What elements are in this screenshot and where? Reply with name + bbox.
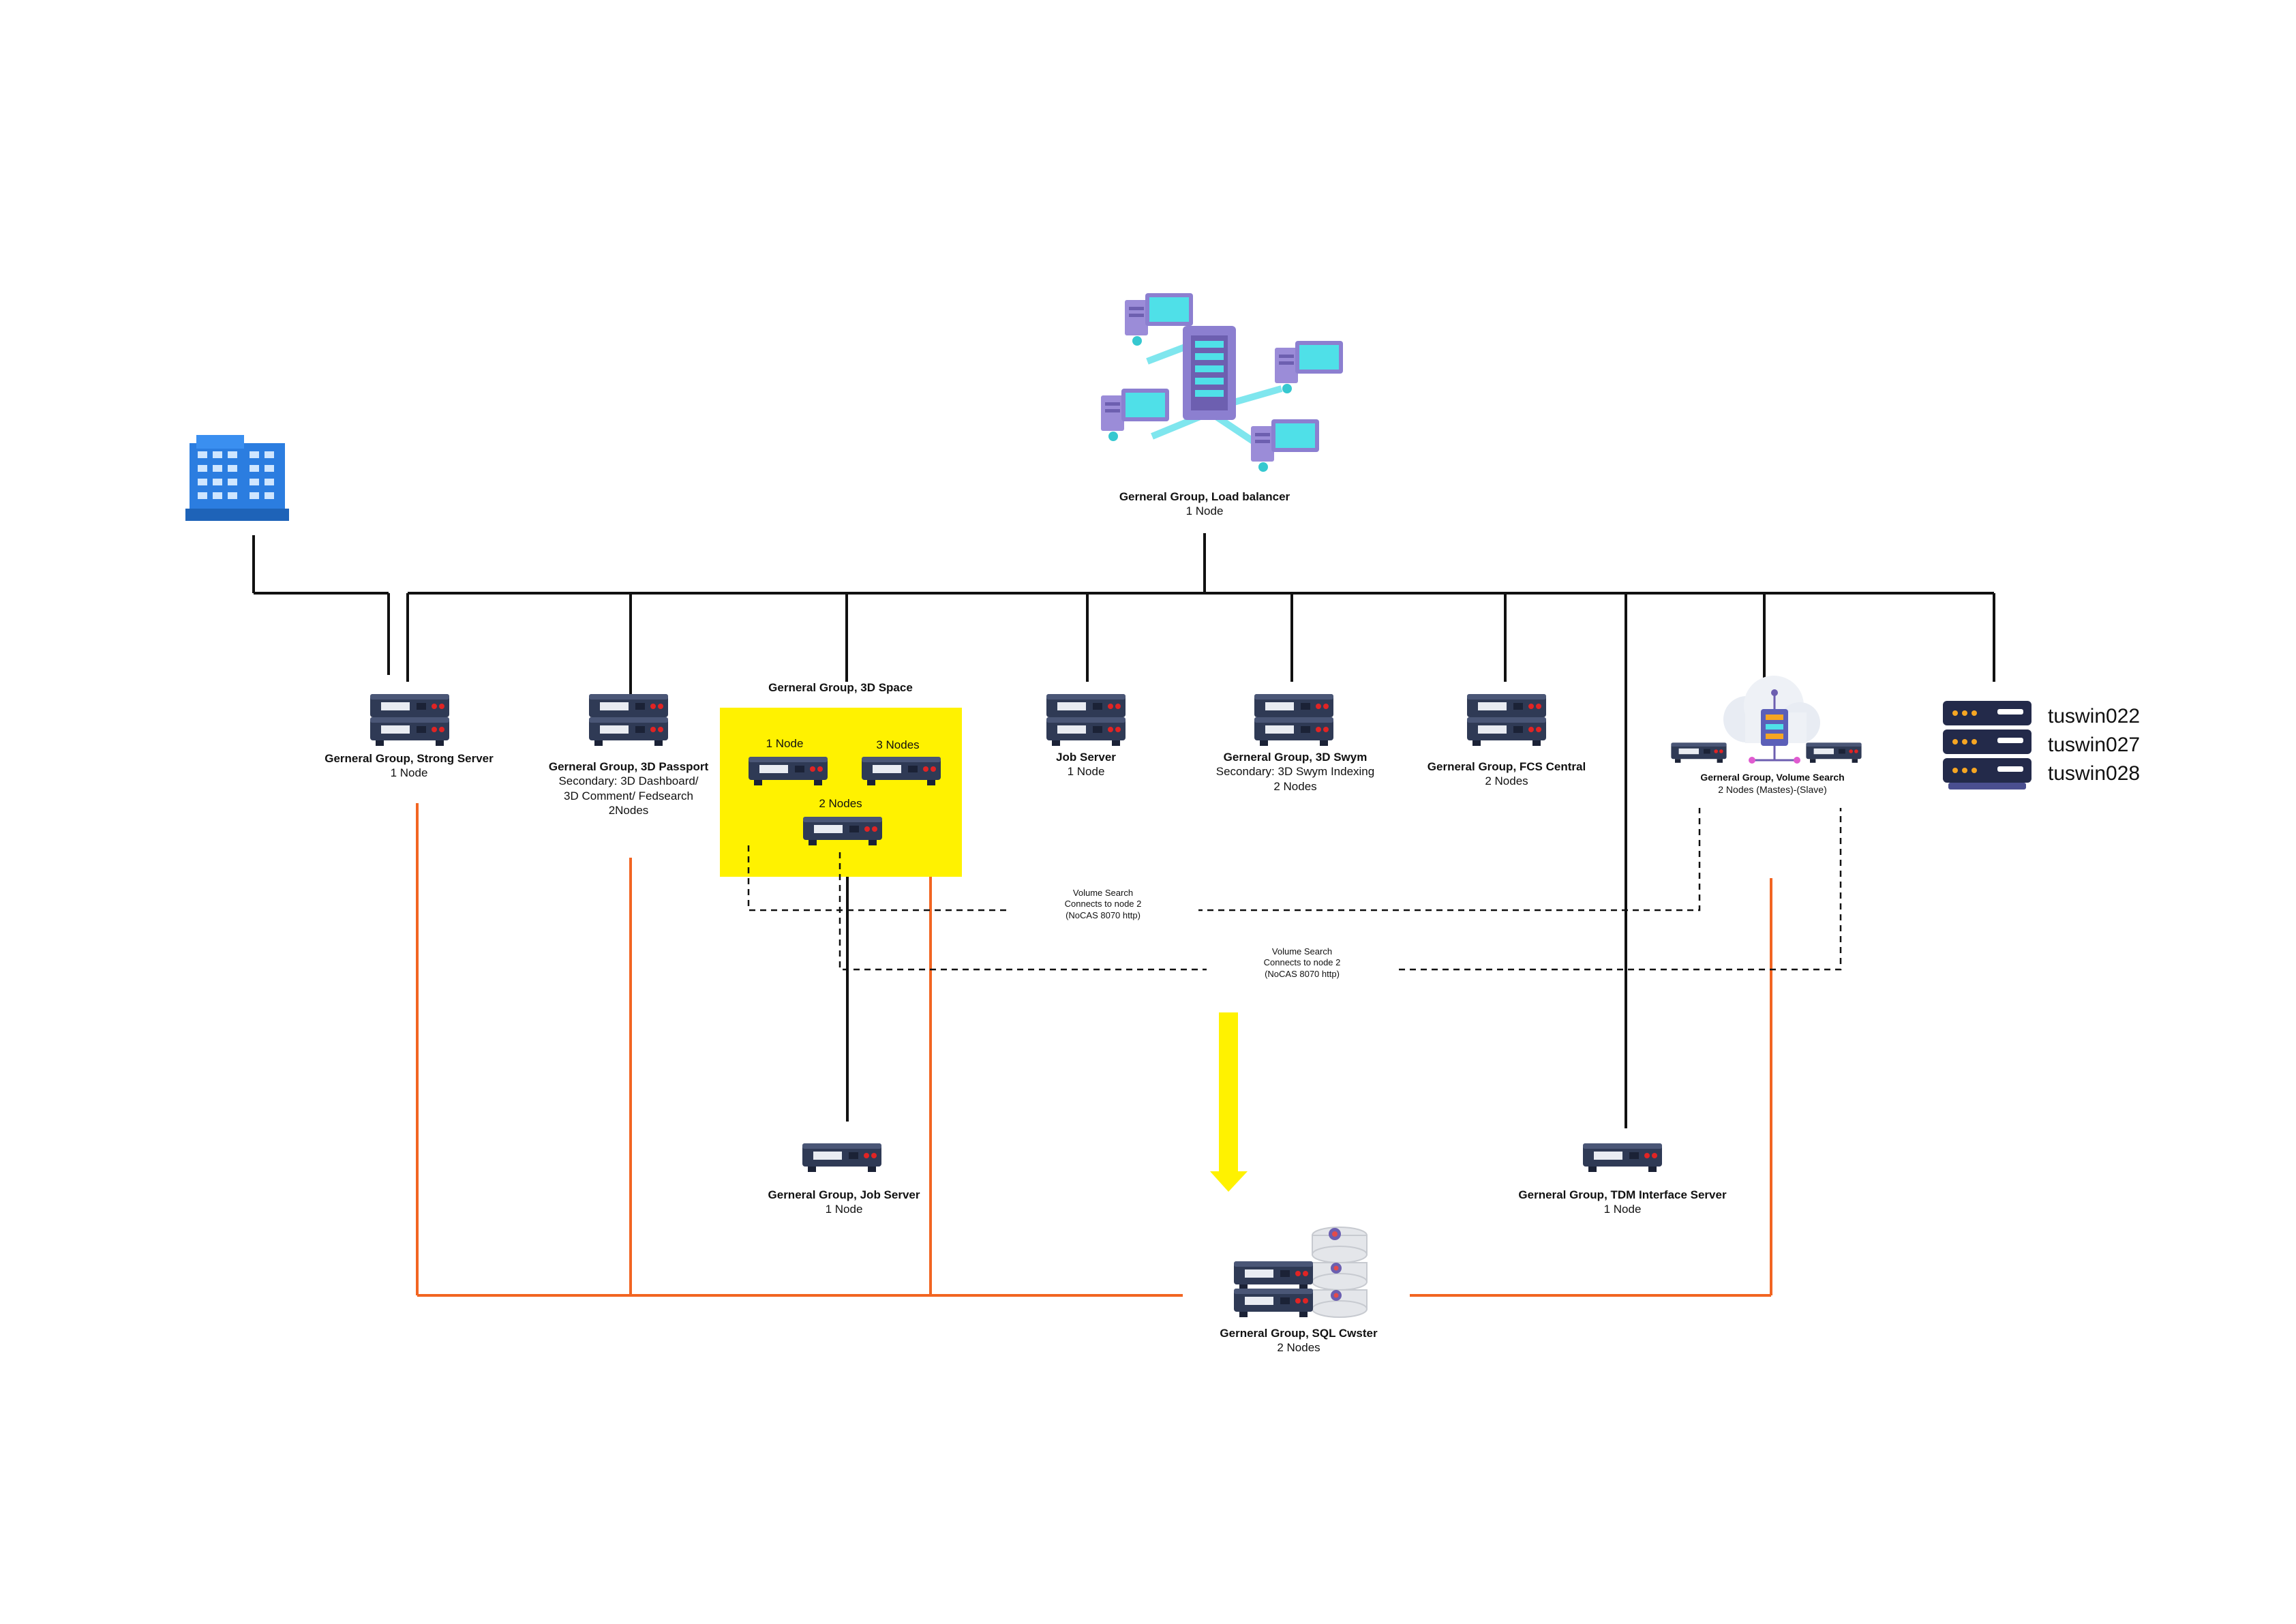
passport-label: Gerneral Group, 3D Passport Secondary: 3… xyxy=(519,760,738,817)
job-server-bottom-nodes: 1 Node xyxy=(825,1203,863,1216)
link-lower-line2: Connects to node 2 xyxy=(1263,957,1341,968)
volume-search-title: Gerneral Group, Volume Search xyxy=(1700,772,1845,783)
strong-server-label: Gerneral Group, Strong Server 1 Node xyxy=(300,751,518,781)
volume-search-link-upper-label: Volume Search Connects to node 2 (NoCAS … xyxy=(1008,888,1198,921)
job-server-bottom-label: Gerneral Group, Job Server 1 Node xyxy=(735,1188,953,1217)
space-title: Gerneral Group, 3D Space xyxy=(768,681,913,694)
job-server-bottom-icon xyxy=(802,1143,881,1172)
passport-title: Gerneral Group, 3D Passport xyxy=(548,760,709,773)
load-balancer-title: Gerneral Group, Load balancer xyxy=(1119,490,1290,503)
fcs-nodes: 2 Nodes xyxy=(1485,775,1528,788)
link-lower-line3: (NoCAS 8070 http) xyxy=(1265,968,1340,979)
link-lower-line1: Volume Search xyxy=(1271,946,1333,957)
passport-nodes: 2Nodes xyxy=(608,803,649,817)
volume-search-link-lower-label: Volume Search Connects to node 2 (NoCAS … xyxy=(1207,946,1398,980)
dashed-links xyxy=(747,808,1842,971)
server-name-3: tuswin028 xyxy=(2048,762,2141,785)
server-stack-icon xyxy=(1943,701,2031,790)
space-node2-label: 2 Nodes xyxy=(819,797,862,810)
passport-secondary-2: 3D Comment/ Fedsearch xyxy=(564,789,693,802)
server-name-1: tuswin022 xyxy=(2048,705,2141,727)
strong-server-nodes: 1 Node xyxy=(390,766,428,780)
space-highlight-box xyxy=(720,708,962,877)
fcs-server-icon xyxy=(1467,694,1546,746)
strong-server-icon xyxy=(370,694,449,746)
job-server-bottom-title: Gerneral Group, Job Server xyxy=(768,1188,920,1201)
swym-title: Gerneral Group, 3D Swym xyxy=(1223,751,1368,764)
volume-search-cloud-icon xyxy=(1671,676,1862,764)
sql-label: Gerneral Group, SQL Cwster 2 Nodes xyxy=(1190,1326,1408,1355)
swym-secondary: Secondary: 3D Swym Indexing xyxy=(1215,765,1375,779)
building-icon xyxy=(185,435,289,521)
swym-label: Gerneral Group, 3D Swym Secondary: 3D Sw… xyxy=(1186,750,1404,794)
fcs-title: Gerneral Group, FCS Central xyxy=(1427,760,1586,773)
load-balancer-nodes: 1 Node xyxy=(1185,505,1224,518)
swym-server-icon xyxy=(1254,694,1333,746)
job-server-top-label: Job Server 1 Node xyxy=(1004,750,1168,779)
job-server-top-icon xyxy=(1046,694,1126,746)
job-server-top-title: Job Server xyxy=(1056,751,1116,764)
server-name-2: tuswin027 xyxy=(2048,734,2141,756)
sql-cluster-icon xyxy=(1234,1227,1368,1318)
load-balancer-network-icon xyxy=(1101,293,1343,472)
sql-nodes: 2 Nodes xyxy=(1277,1341,1320,1355)
space-node3-label: 3 Nodes xyxy=(876,738,920,751)
link-upper-line1: Volume Search xyxy=(1072,888,1134,898)
passport-secondary-1: Secondary: 3D Dashboard/ xyxy=(558,775,699,788)
volume-search-nodes: 2 Nodes (Mastes)-(Slave) xyxy=(1718,783,1827,795)
link-upper-line3: (NoCAS 8070 http) xyxy=(1066,909,1141,920)
black-connectors xyxy=(252,533,1995,1128)
link-upper-line2: Connects to node 2 xyxy=(1064,899,1142,909)
down-arrow xyxy=(1210,1012,1248,1192)
tdm-nodes: 1 Node xyxy=(1603,1203,1642,1216)
server-name-list: tuswin022 tuswin027 tuswin028 xyxy=(2048,702,2140,788)
swym-nodes: 2 Nodes xyxy=(1273,779,1317,793)
load-balancer-label: Gerneral Group, Load balancer 1 Node xyxy=(1089,490,1320,519)
tdm-server-icon xyxy=(1583,1143,1662,1172)
tdm-title: Gerneral Group, TDM Interface Server xyxy=(1518,1188,1727,1201)
fcs-label: Gerneral Group, FCS Central 2 Nodes xyxy=(1398,760,1616,789)
job-server-top-nodes: 1 Node xyxy=(1067,765,1105,779)
orange-connectors xyxy=(416,803,1772,1297)
tdm-label: Gerneral Group, TDM Interface Server 1 N… xyxy=(1486,1188,1759,1217)
space-node1-label: 1 Node xyxy=(766,737,804,750)
strong-server-title: Gerneral Group, Strong Server xyxy=(324,752,494,765)
volume-search-label: Gerneral Group, Volume Search 2 Nodes (M… xyxy=(1663,772,1882,796)
passport-server-icon xyxy=(589,694,668,746)
sql-title: Gerneral Group, SQL Cwster xyxy=(1220,1327,1378,1340)
